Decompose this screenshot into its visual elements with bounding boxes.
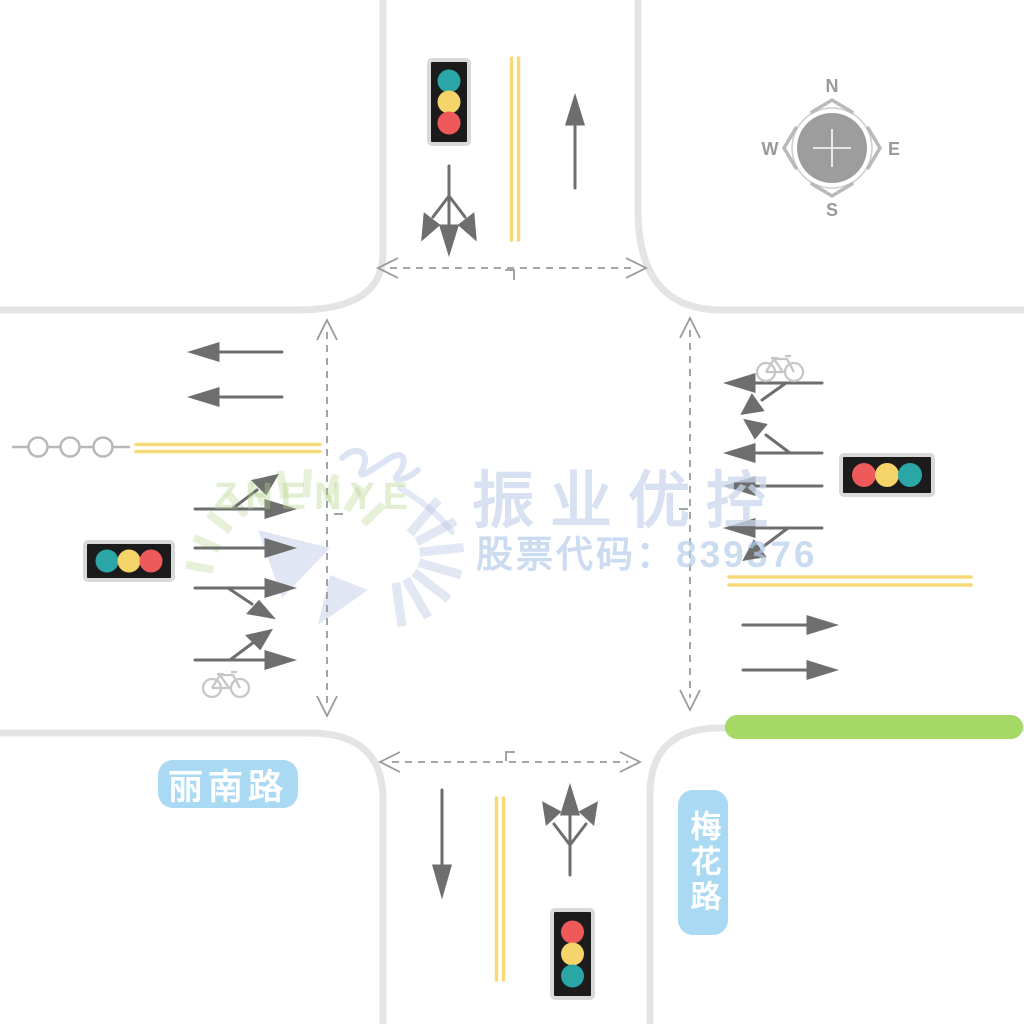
traffic-signal-west — [83, 540, 175, 582]
boundary-arrow-west — [316, 317, 343, 719]
intersection-boundary-arrows — [316, 257, 701, 773]
watermark-logo-wordmark: ZHENYE — [214, 476, 417, 518]
compass-cross-icon — [813, 129, 851, 167]
signal-bulb-red — [139, 549, 163, 573]
signal-bulb-yellow — [561, 942, 584, 966]
boundary-arrow-east — [679, 315, 701, 713]
compass-letter-east: E — [887, 139, 900, 159]
boundary-arrow-north — [375, 257, 649, 280]
lane-arrow-through-left-bike — [722, 372, 824, 415]
lane-arrow-south-exit — [432, 788, 452, 900]
road-corner-southeast — [646, 724, 1024, 1024]
lane-arrow-through — [193, 537, 298, 559]
signal-bulb-red — [561, 920, 584, 944]
lane-arrow-through-right — [193, 577, 298, 620]
compass-chevrons — [781, 97, 883, 199]
signal-bulb-yellow — [437, 90, 461, 114]
traffic-signal-north — [427, 58, 471, 146]
lane-arrow-through — [722, 475, 824, 497]
signal-bulb-teal — [95, 549, 119, 573]
road-label-west: 丽南路 — [158, 760, 298, 808]
double-yellow-north — [509, 56, 521, 242]
road-corner-northwest — [0, 0, 387, 314]
boundary-arrow-south — [377, 751, 643, 773]
traffic-signal-east — [839, 453, 935, 497]
signal-bulb-teal — [898, 463, 922, 487]
traffic-signal-south — [550, 908, 595, 1000]
compass-chevron-west-icon — [781, 126, 798, 170]
road-corner-southwest — [0, 729, 387, 1024]
signal-bulb-red — [852, 463, 876, 487]
compass-letter-west: W — [761, 139, 779, 159]
lane-arrows-west-exit — [186, 341, 284, 408]
green-bicycle-lane-bar — [725, 715, 1023, 739]
road-corner-northeast — [634, 0, 1024, 314]
watermark-brand-text: 振业优控 — [472, 467, 785, 536]
compass — [781, 97, 883, 199]
double-yellow-west — [134, 442, 322, 454]
lane-arrows — [186, 92, 840, 900]
lane-arrow-north-approach-trident — [421, 164, 477, 258]
lane-arrows-east-exit — [741, 614, 840, 681]
signal-bulb-teal — [561, 964, 584, 988]
lane-arrow-through-left — [722, 517, 824, 561]
signal-bulb-red — [437, 111, 461, 135]
boundary-tick-north — [505, 269, 515, 280]
lane-arrow-through-right — [722, 418, 824, 464]
double-yellow-lines — [134, 56, 973, 982]
compass-letter-south: S — [825, 200, 838, 220]
compass-chevron-north-icon — [810, 97, 854, 114]
compass-letter-north: N — [825, 76, 839, 96]
lane-arrows-east-approach — [722, 372, 824, 561]
double-yellow-east — [727, 575, 973, 587]
lane-arrow-through-left-bike — [193, 628, 298, 671]
compass-chevron-south-icon — [810, 182, 854, 199]
watermark-stock-code: 股票代码：839376 — [476, 534, 818, 575]
compass-chevron-east-icon — [866, 126, 883, 170]
double-yellow-south — [494, 796, 506, 982]
lane-arrows-west-approach — [193, 473, 298, 671]
lane-arrow-through-left — [193, 473, 298, 520]
road-label-south: 梅花路 — [678, 790, 728, 935]
lane-arrow-south-approach-trident — [542, 782, 598, 877]
compass-ring — [791, 107, 873, 189]
boundary-tick-south — [505, 751, 515, 761]
signal-bulb-teal — [437, 69, 461, 93]
bicycle-icon-west — [201, 670, 251, 699]
guardrail-west — [12, 436, 130, 458]
signal-bulb-yellow — [875, 463, 899, 487]
signal-bulb-yellow — [117, 549, 141, 573]
lane-arrow-north-exit — [564, 92, 586, 190]
bicycle-icon-east — [755, 354, 805, 383]
